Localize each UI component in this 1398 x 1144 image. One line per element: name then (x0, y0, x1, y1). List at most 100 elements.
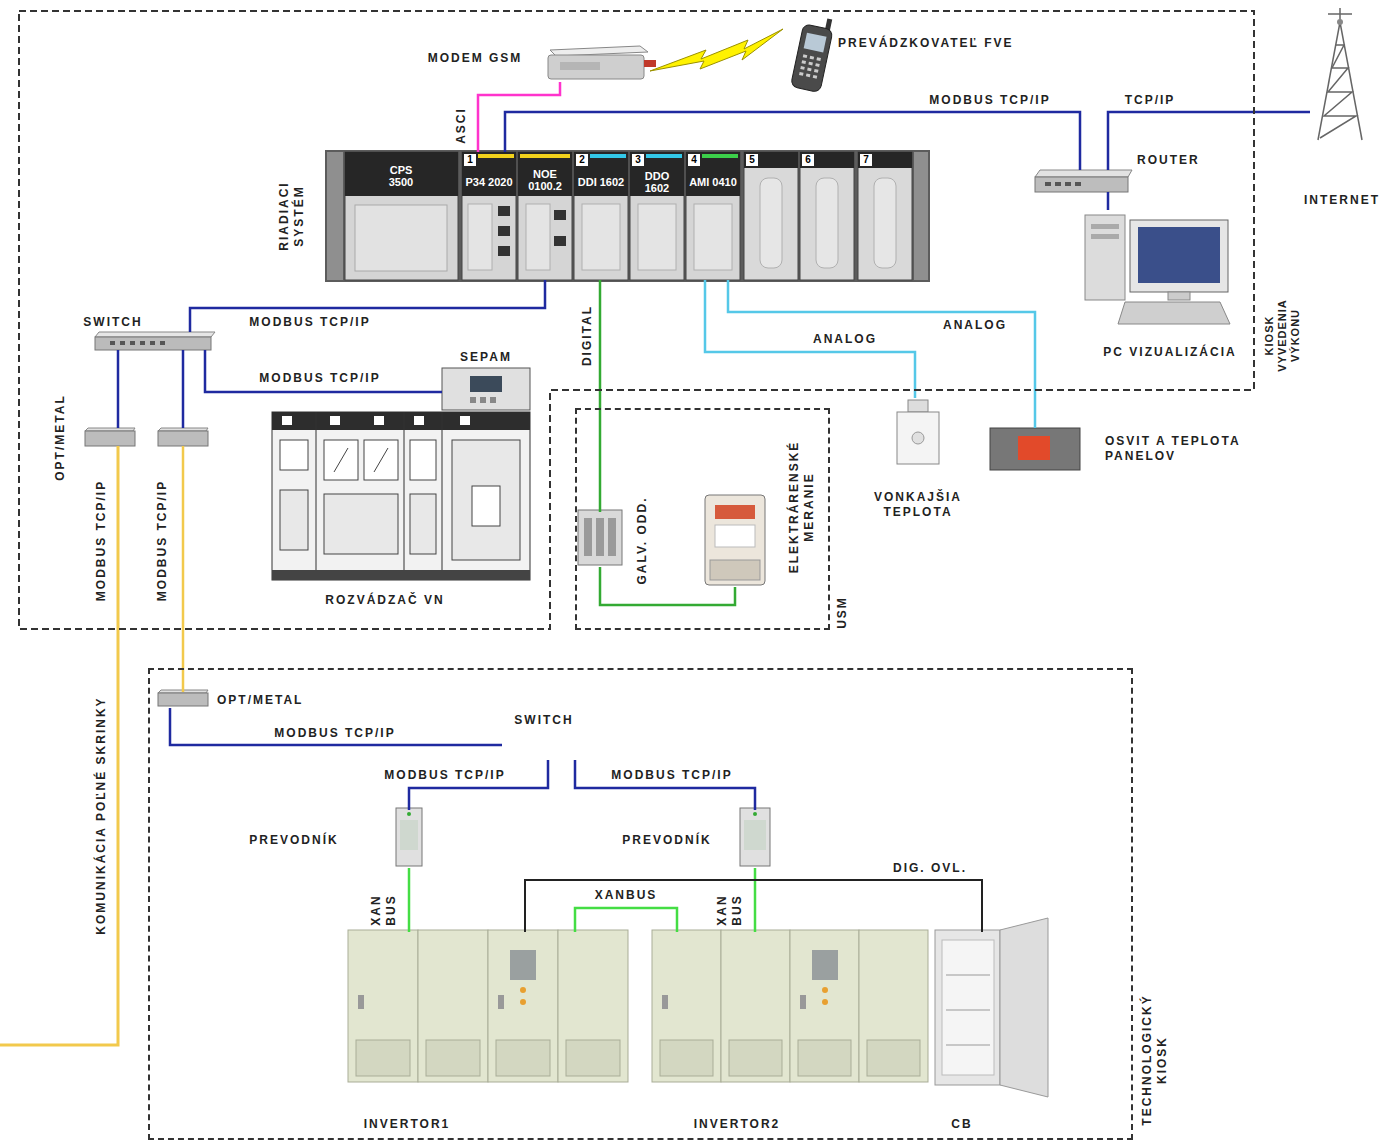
temp-sensor: VONKAJŠIA TEPLOTA (893, 398, 942, 467)
connector (408, 868, 411, 932)
node-label: 5 (746, 154, 758, 166)
text-holder: 5 (746, 154, 758, 166)
text-holder: INVERTOR2 (677, 1117, 797, 1132)
edge-label: ASCI (454, 95, 469, 155)
energy-meter: ELEKTRÁRENSKÉ MERANIE (707, 497, 767, 587)
node-label: PC VIZUALIZÁCIA (1103, 345, 1238, 360)
connector (575, 760, 755, 810)
text-holder: NOE 0100.2 (521, 168, 569, 192)
text-holder: INVERTOR1 (347, 1117, 467, 1132)
pc: PC VIZUALIZÁCIA (1083, 210, 1232, 328)
edge-label: MODBUS TCP/IP (370, 768, 520, 783)
node-label: ROUTER (1137, 153, 1237, 168)
connector (754, 868, 757, 932)
media-converter: OPT/METAL (160, 692, 210, 708)
node-label: KIOSK VYVEDENIA VÝKONU (1263, 280, 1302, 390)
text-holder: MODBUS TCP/IP (155, 465, 170, 615)
connector (182, 446, 185, 692)
isolator: GALV. ODD. (580, 512, 624, 567)
node-label: RIADIACI SYSTÉM (277, 166, 307, 266)
text-holder: MODBUS TCP/IP (260, 726, 410, 741)
router: ROUTER (1035, 170, 1132, 192)
text-holder: DIGITAL (580, 290, 595, 380)
plc-module: 3DDO 1602 (630, 152, 684, 280)
plc-module: 2DDI 1602 (574, 152, 628, 280)
edge-label: MODBUS TCP/IP (235, 315, 385, 330)
node-label: AMI 0410 (689, 176, 737, 188)
node-label: DDI 1602 (577, 176, 625, 188)
usm-region: USMGALV. ODD.ELEKTRÁRENSKÉ MERANIE (575, 408, 830, 630)
edge-label: ANALOG (800, 332, 890, 347)
text-holder: USM (835, 594, 850, 630)
gsm-modem: MODEM GSM (545, 48, 648, 82)
node-label: GALV. ODD. (635, 480, 650, 600)
node-label: INVERTOR1 (347, 1117, 467, 1132)
text-holder: KIOSK VYVEDENIA VÝKONU (1263, 280, 1302, 390)
edge-label: TCP/IP (1110, 93, 1190, 108)
text-holder: 7 (860, 154, 872, 166)
node-label: OSVIT A TEPLOTA PANELOV (1105, 434, 1305, 464)
text-holder: OPT/METAL (217, 693, 327, 708)
node-label: DDO 1602 (633, 170, 681, 194)
edge-label: DIG. OVL. (880, 861, 980, 876)
node-label: 4 (688, 154, 700, 166)
connector (117, 350, 120, 428)
edge-label: DIGITAL (580, 290, 595, 380)
text-holder: ROUTER (1137, 153, 1237, 168)
inverter: INVERTOR2 (654, 932, 930, 1084)
text-holder: VONKAJŠIA TEPLOTA (853, 490, 983, 520)
text-holder: 4 (688, 154, 700, 166)
connector (190, 280, 545, 332)
node-label: 6 (802, 154, 814, 166)
text-holder: DIG. OVL. (880, 861, 980, 876)
node-label: VONKAJŠIA TEPLOTA (853, 490, 983, 520)
text-holder: RIADIACI SYSTÉM (277, 166, 307, 266)
text-holder: ANALOG (930, 318, 1020, 333)
plc-rack: RIADIACI SYSTÉMCPS 35001P34 2020NOE 0100… (325, 150, 930, 282)
text-holder: 2 (576, 154, 588, 166)
node-label: INTERNET (1292, 193, 1392, 208)
text-holder: SWITCH (499, 713, 589, 728)
connector (705, 280, 915, 398)
connector (170, 708, 502, 745)
node-label: OPT/METAL (53, 382, 68, 492)
connector (525, 880, 982, 932)
plc-slot: 7 (858, 152, 912, 280)
node-label: PREVÁDZKOVATEĽ FVE (838, 36, 1098, 51)
text-holder: KOMUNIKÁCIA POĽNÉ SKRINKY (94, 670, 109, 960)
node-label: 2 (576, 154, 588, 166)
plc-module: 4AMI 0410 (686, 152, 740, 280)
node-label: 1 (464, 154, 476, 166)
switchgear: ROZVÁDZAČ VN (272, 412, 530, 580)
text-holder: XAN BUS (715, 890, 745, 930)
node-label: SWITCH (499, 713, 589, 728)
text-holder: AMI 0410 (689, 176, 737, 188)
text-holder: 3 (632, 154, 644, 166)
text-holder: MODBUS TCP/IP (370, 768, 520, 783)
node-label: PREVODNÍK (239, 833, 349, 848)
antenna-tower: INTERNET (1310, 12, 1370, 142)
irradiance-unit: OSVIT A TEPLOTA PANELOV (990, 428, 1080, 470)
text-holder: P34 2020 (465, 176, 513, 188)
connector (1107, 192, 1110, 210)
text-holder: MODBUS TCP/IP (235, 315, 385, 330)
connector (205, 350, 442, 392)
protocol-converter: PREVODNÍK (398, 810, 424, 868)
node-label: P34 2020 (465, 176, 513, 188)
protection-relay: SEPAM (442, 368, 530, 410)
text-holder: INTERNET (1292, 193, 1392, 208)
text-holder: OPT/METAL (53, 382, 68, 492)
node-label: TECHNOLOGICKÝ KIOSK (1140, 980, 1170, 1140)
text-holder: DDI 1602 (577, 176, 625, 188)
text-holder: OSVIT A TEPLOTA PANELOV (1105, 434, 1305, 464)
kiosk-outline (19, 11, 1254, 629)
text-holder: PREVODNÍK (612, 833, 722, 848)
wire-label: MODBUS TCP/IP (94, 465, 109, 615)
inverter: INVERTOR1 (350, 932, 630, 1084)
text-holder: TECHNOLOGICKÝ KIOSK (1140, 980, 1170, 1140)
text-holder: SWITCH (68, 315, 158, 330)
node-label: 3 (632, 154, 644, 166)
connector (600, 567, 735, 605)
